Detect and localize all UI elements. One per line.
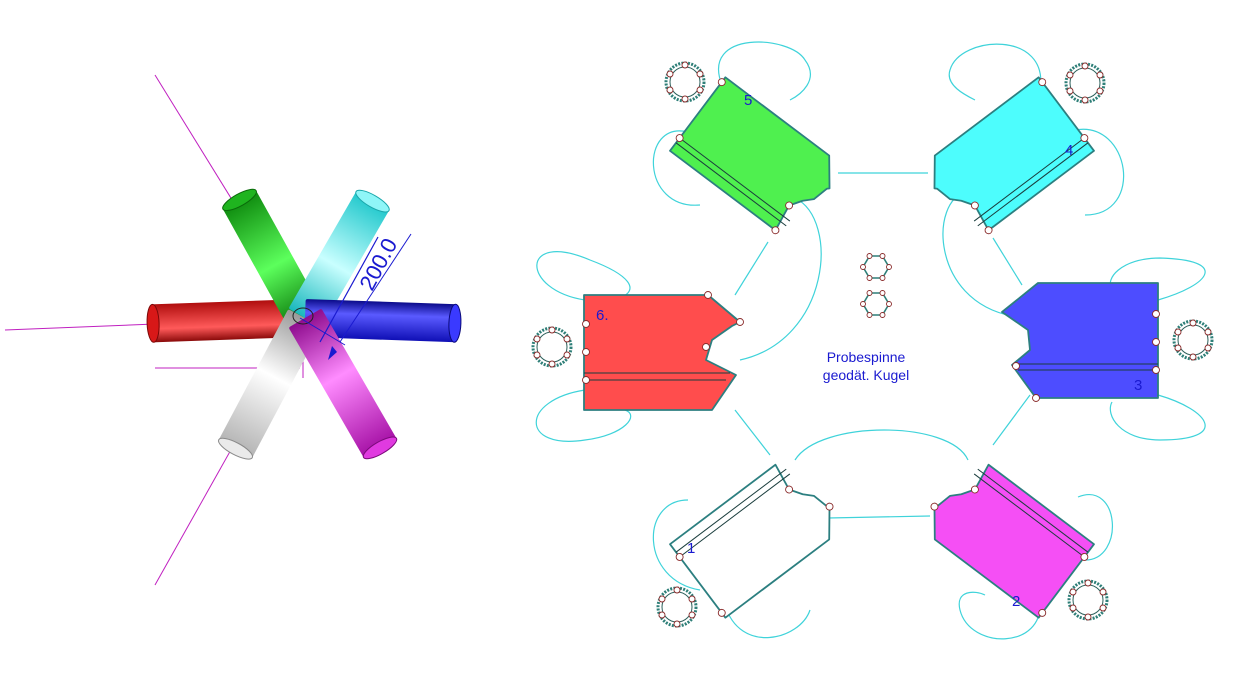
ring-marker-right [1172, 319, 1214, 361]
flat-pattern-view: 5 4 6. 3 [531, 41, 1214, 640]
note-line-2: geodät. Kugel [823, 367, 909, 383]
pattern-piece-6 [582, 291, 744, 411]
ring-marker-topleft [664, 61, 706, 103]
piece-label-2: 2 [1012, 593, 1020, 610]
hex-ring-upper [860, 253, 892, 281]
tube-green [222, 188, 321, 327]
ring-marker-left [531, 326, 573, 368]
pattern-piece-1 [669, 463, 834, 619]
connector-lines [535, 41, 1206, 640]
tube-red [146, 299, 306, 343]
ring-marker-bottomright [1067, 579, 1109, 621]
piece-label-1: 1 [687, 540, 695, 557]
ring-marker-bottomleft [656, 586, 698, 628]
piece-label-4: 4 [1065, 142, 1073, 159]
piece-label-5: 5 [744, 92, 752, 109]
assembly-3d-view: 200.0 [4, 74, 462, 586]
hub-circle [292, 307, 314, 325]
pattern-piece-5 [669, 76, 831, 235]
piece-label-3: 3 [1134, 377, 1142, 394]
tube-cyan [289, 189, 390, 327]
tube-magenta [289, 309, 398, 460]
ring-marker-topright [1064, 62, 1106, 104]
pattern-piece-4 [933, 76, 1095, 235]
tube-blue [304, 299, 462, 343]
piece-label-6: 6. [596, 307, 609, 324]
note-line-1: Probespinne [827, 349, 906, 365]
hex-ring-lower [860, 290, 892, 318]
pattern-piece-3 [1001, 282, 1160, 402]
pattern-piece-2 [930, 463, 1095, 619]
tube-white [218, 309, 322, 460]
